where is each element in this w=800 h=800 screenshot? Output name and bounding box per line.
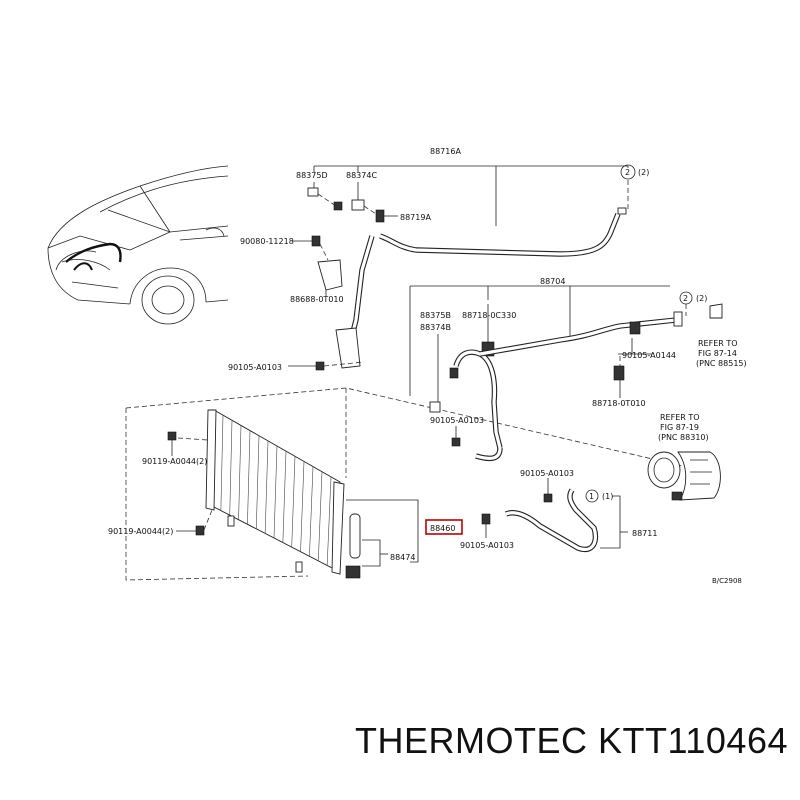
condenser-fin <box>309 466 314 557</box>
condenser-fin <box>220 415 224 511</box>
label-88688-0T010: 88688-0T010 <box>290 295 344 304</box>
condenser-fin <box>238 425 242 520</box>
condenser-fin <box>229 420 233 516</box>
circle-2-top-ref: (2) <box>638 168 649 177</box>
circle-2-mid-ref: (2) <box>696 294 707 303</box>
pipe-88716A: 88716A 88375D 88374C 88719A 2 (2) 90080-… <box>228 147 649 372</box>
refer-2-line2: FIG 87-19 <box>660 423 699 432</box>
condenser-fin <box>282 451 287 543</box>
circle-1: 1 <box>589 492 594 501</box>
highlight-88460 <box>425 519 463 535</box>
label-88374B: 88374B <box>420 323 451 332</box>
label-90119-A0044-a: 90119-A0044(2) <box>142 457 207 466</box>
car-illustration <box>47 165 229 325</box>
dashed-frame <box>125 387 701 581</box>
circle-1-ref: (1) <box>602 492 613 501</box>
label-90119-A0044-b: 90119-A0044(2) <box>108 527 173 536</box>
refer-1-line3: (PNC 88515) <box>696 359 747 368</box>
label-88716A: 88716A <box>430 147 461 156</box>
condenser-fin <box>255 435 260 529</box>
refer-1-line1: REFER TO <box>698 339 738 348</box>
label-90105-A0103-c: 90105-A0103 <box>520 469 574 478</box>
footer-title: THERMOTEC KTT110464 <box>0 720 800 800</box>
label-90105-A0103-d: 90105-A0103 <box>460 541 514 550</box>
label-90105-A0103-a: 90105-A0103 <box>228 363 282 372</box>
diagram-code: B/C2908 <box>712 577 742 585</box>
condenser-fin <box>300 461 305 552</box>
label-90105-A0103-b: 90105-A0103 <box>430 416 484 425</box>
condenser-fin <box>326 476 332 566</box>
parts-diagram: 88716A 88375D 88374C 88719A 2 (2) 90080-… <box>47 147 747 585</box>
condenser: 90119-A0044(2) 90119-A0044(2) 88474 8846… <box>108 409 463 579</box>
pipe-88704: 88704 88375B 88374B 88718-0C330 90105-A0… <box>409 277 747 462</box>
product-title: THERMOTEC KTT110464 <box>355 720 788 761</box>
label-88718-0C330: 88718-0C330 <box>462 311 516 320</box>
condenser-fins <box>220 415 332 566</box>
compressor: REFER TO FIG 87-19 (PNC 88310) <box>647 413 721 501</box>
circle-2-top: 2 <box>625 168 630 177</box>
pipe-88711: 90105-A0103 90105-A0103 1 (1) 88711 <box>460 469 657 553</box>
condenser-fin <box>247 430 251 525</box>
label-88711: 88711 <box>632 529 657 538</box>
label-88375D: 88375D <box>296 171 328 180</box>
condenser-fin <box>291 456 296 548</box>
refer-1-line2: FIG 87-14 <box>698 349 737 358</box>
refer-2-line3: (PNC 88310) <box>658 433 709 442</box>
label-88375B: 88375B <box>420 311 451 320</box>
label-88374C: 88374C <box>346 171 377 180</box>
condenser-fin <box>317 471 323 561</box>
condenser-fin <box>273 445 278 539</box>
label-90080-11218: 90080-11218 <box>240 237 294 246</box>
label-88719A: 88719A <box>400 213 431 222</box>
label-88718-0T010: 88718-0T010 <box>592 399 646 408</box>
label-88704: 88704 <box>540 277 565 286</box>
label-90105-A0144: 90105-A0144 <box>622 351 676 360</box>
circle-2-mid: 2 <box>683 294 688 303</box>
refer-2-line1: REFER TO <box>660 413 700 422</box>
label-88460: 88460 <box>430 524 455 533</box>
label-88474: 88474 <box>390 553 415 562</box>
condenser-fin <box>264 440 269 534</box>
